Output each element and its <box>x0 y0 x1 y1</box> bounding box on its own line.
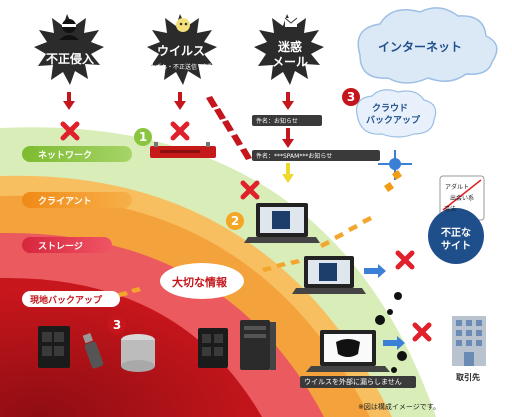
cloud-backup-number: 3 <box>342 88 360 106</box>
layer-client-label: クライアント <box>38 197 92 207</box>
illegal-site-label-1: 不正な <box>441 228 471 239</box>
usb-drive-icon <box>82 332 104 369</box>
burst-spam <box>254 14 324 85</box>
cloud-backup-shape <box>355 89 437 138</box>
partner-label: 取引先 <box>456 373 480 382</box>
nas-icon-2 <box>198 328 228 368</box>
orange-flow-arrows <box>118 216 372 297</box>
threat-arrows <box>63 92 294 110</box>
nas-icon-1 <box>38 326 70 368</box>
mail-box-2 <box>252 150 380 161</box>
mail-arrow-green <box>282 163 294 183</box>
important-info-label: 大切な情報 <box>172 276 227 289</box>
hdd-icon <box>121 334 155 372</box>
threat-spam-label-2: メール <box>271 55 308 69</box>
network-number: 1 <box>134 128 152 146</box>
cloud-backup-label-2: バックアップ <box>366 116 421 126</box>
footnote: ※図は構成イメージです。 <box>358 403 441 411</box>
illegal-site-circle <box>428 208 484 264</box>
x-marks <box>60 121 432 342</box>
mail-arrows <box>282 128 294 148</box>
cloud-backup-label-1: クラウド <box>372 104 409 114</box>
leak-caption: ウイルスを外部に漏らしません <box>304 378 402 386</box>
layer-network-label: ネットワーク <box>38 151 93 161</box>
local-number: 3 <box>108 316 126 334</box>
router-icon <box>150 142 216 158</box>
threat-spam-label-1: 迷惑 <box>277 40 302 54</box>
illegal-site-label-2: サイト <box>441 241 471 252</box>
local-backup-bar <box>22 291 120 307</box>
internet-label: インターネット <box>378 40 463 54</box>
orange-arrows-to-cloud <box>384 170 402 192</box>
virus-icon <box>176 18 190 32</box>
laptop-2-icon <box>292 256 366 294</box>
blue-arrows <box>364 264 405 350</box>
leak-caption-box <box>300 376 416 388</box>
burst-virus <box>147 14 217 85</box>
storage-bar <box>22 237 112 253</box>
layer-storage-label: ストレージ <box>38 242 83 252</box>
building-icon <box>452 316 486 366</box>
hacker-icon <box>59 19 79 40</box>
client-bar <box>22 192 132 208</box>
illegal-site-sign-dating: 出会い系 <box>450 195 475 202</box>
threat-virus-label: ウイルス <box>156 44 205 58</box>
illegal-site-sign-other: 違法 <box>444 206 457 213</box>
burst-intrusion <box>34 14 104 85</box>
threat-intrusion-label: 不正侵入 <box>45 52 94 66</box>
mail-subject-2: 件名：***SPAM***お知らせ <box>256 153 333 160</box>
mail-icon <box>284 17 298 27</box>
client-number: 2 <box>226 212 244 230</box>
illegal-site-sign-adult: アダルト <box>445 184 470 191</box>
mail-subject-1: 件名：お知らせ <box>256 118 298 125</box>
important-info-bubble <box>160 263 244 299</box>
infected-laptop-icon <box>306 330 390 372</box>
mail-box-1 <box>252 115 322 126</box>
layer-local-backup-label: 現地バックアップ <box>30 296 103 306</box>
network-bar <box>22 146 132 162</box>
virus-diagonal-arrow <box>206 96 252 160</box>
cloud-shape <box>357 7 498 84</box>
server-icon <box>240 320 276 370</box>
client-laptop-icon <box>244 203 320 243</box>
threat-virus-sub: (改ざん・不正送信・削除) <box>146 64 218 71</box>
virus-splats <box>375 292 407 373</box>
